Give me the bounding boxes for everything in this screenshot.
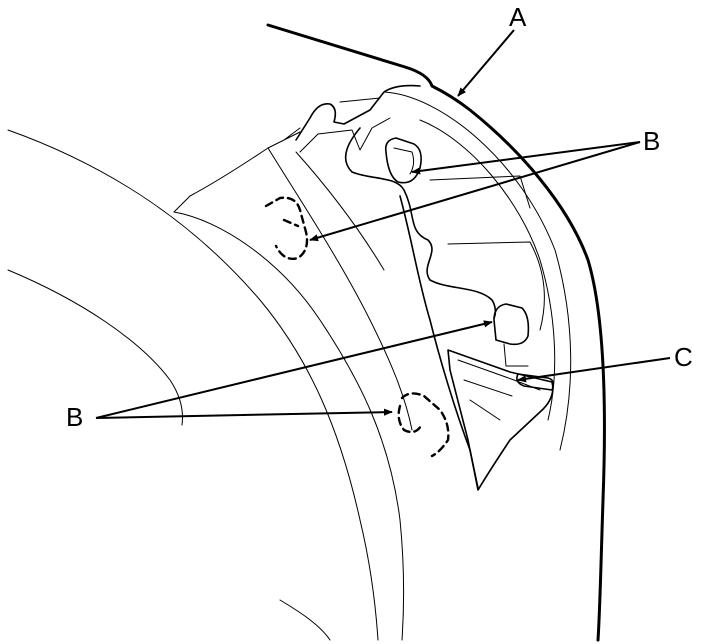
panel-contour-2 xyxy=(419,119,556,421)
upper-trim-inner xyxy=(299,117,391,153)
upper-trim-rib xyxy=(267,97,381,149)
body-curve-6 xyxy=(295,151,385,271)
body-curve-2 xyxy=(7,269,183,426)
recess-opening xyxy=(447,349,554,491)
panel-contour-1 xyxy=(383,91,572,451)
clip-c xyxy=(516,373,555,391)
leader-b-lower-2 xyxy=(95,408,393,419)
body-curve-5 xyxy=(267,147,413,431)
clip-b-middle xyxy=(493,303,530,367)
upper-trim xyxy=(295,84,421,141)
clip-b-hidden-lower xyxy=(397,392,450,458)
body-curve-1 xyxy=(7,129,379,641)
body-curve-3 xyxy=(173,211,405,641)
panel-contour-4 xyxy=(447,241,545,331)
recess-inner xyxy=(457,359,541,421)
clip-b-upper xyxy=(384,137,422,184)
label-a: A xyxy=(509,2,527,32)
clip-b-hidden-upper xyxy=(264,196,309,260)
label-b-lower: B xyxy=(66,402,83,432)
leader-b-upper-2 xyxy=(309,141,641,242)
wiring-harness xyxy=(344,127,497,319)
body-curve-7 xyxy=(279,599,331,641)
label-c: C xyxy=(674,342,693,372)
leader-b-lower-1 xyxy=(95,320,493,419)
wiring-harness-lower xyxy=(399,195,479,489)
body-curve-4 xyxy=(173,147,269,213)
panel-contour-3 xyxy=(429,175,531,209)
outer-panel-edge xyxy=(266,23,606,642)
leader-a xyxy=(457,29,515,97)
leader-c xyxy=(517,357,671,383)
leader-b-upper-1 xyxy=(411,141,641,175)
label-b-upper: B xyxy=(643,126,660,156)
